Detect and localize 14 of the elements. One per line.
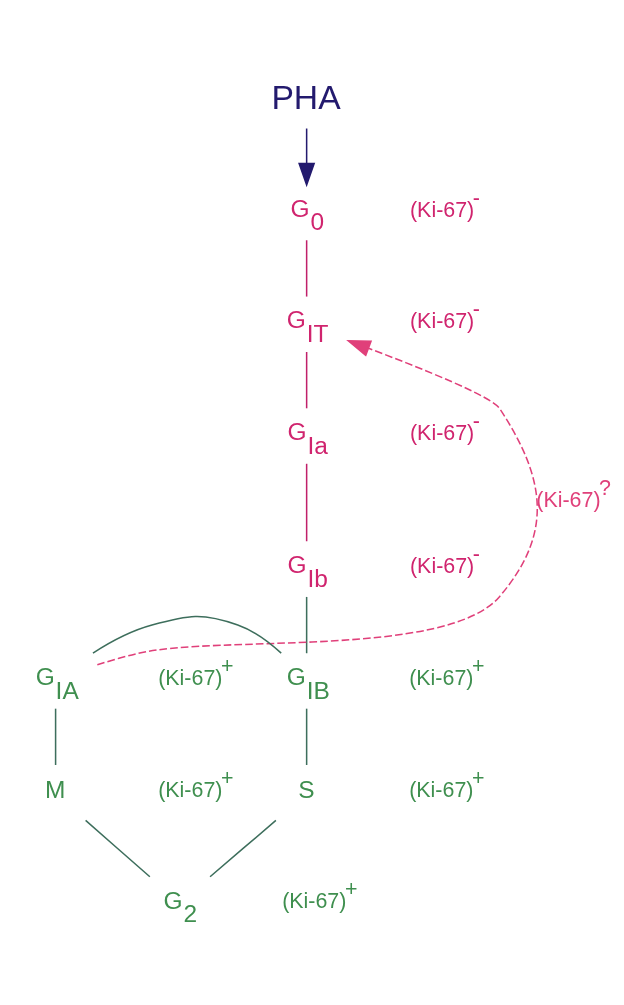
node-text: PHA	[271, 79, 341, 117]
node-text: M	[44, 776, 66, 804]
connector	[305, 351, 308, 410]
connector	[92, 615, 282, 654]
connector	[54, 707, 57, 766]
connector	[305, 596, 308, 654]
connector	[305, 707, 308, 766]
connector	[305, 463, 308, 543]
connector	[209, 819, 277, 878]
connector	[305, 239, 308, 298]
arrow	[298, 127, 316, 188]
node-text: S	[298, 776, 315, 804]
connector	[84, 819, 151, 878]
arrow	[96, 339, 538, 666]
